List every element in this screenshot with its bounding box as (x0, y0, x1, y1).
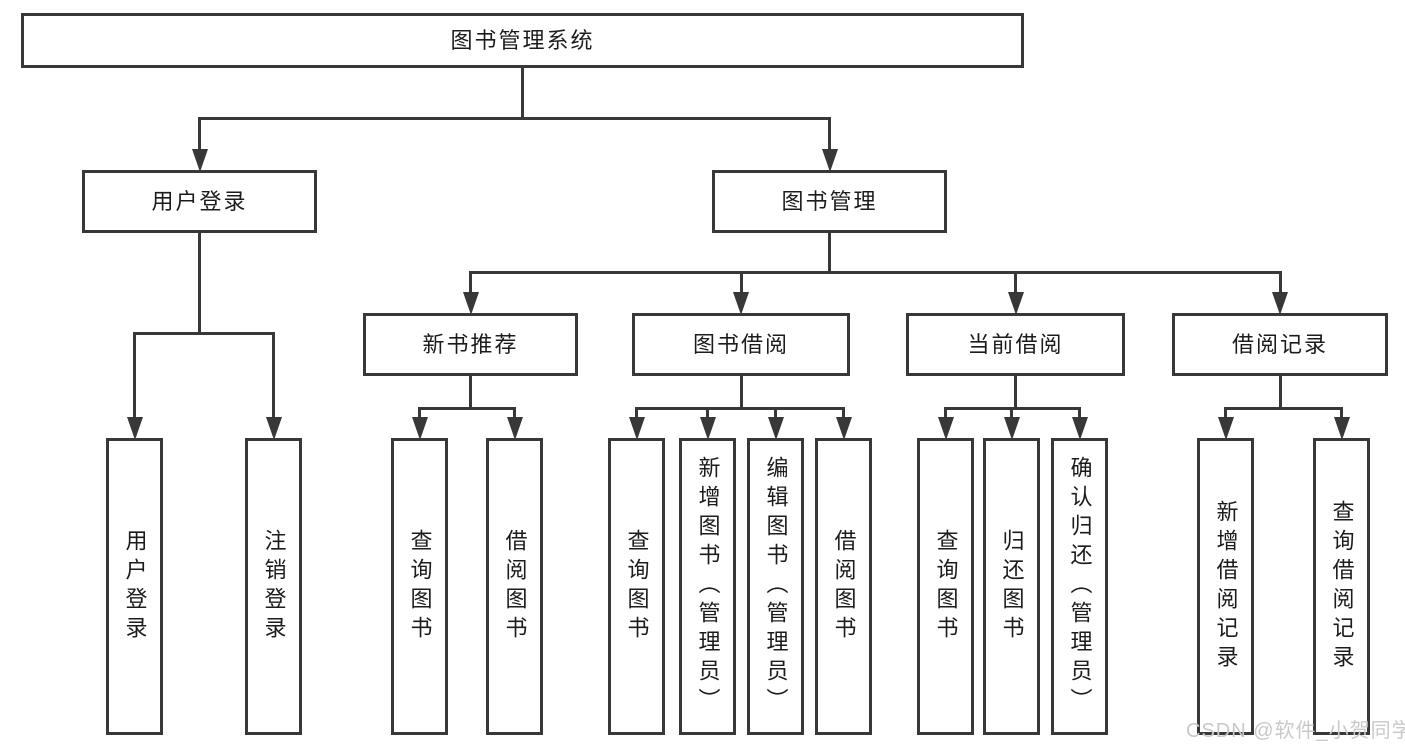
connector-line (828, 118, 831, 153)
connector-line (1224, 408, 1227, 421)
node-rec-borrow: 借阅图书 (486, 438, 543, 735)
node-label: 查询图书 (407, 528, 433, 645)
arrow-down-icon (835, 417, 852, 440)
connector-line (1278, 376, 1282, 408)
node-cur-return: 归还图书 (983, 438, 1040, 735)
node-label: 借阅图书 (502, 528, 528, 645)
connector-line (418, 408, 421, 421)
node-current: 当前借阅 (906, 313, 1125, 376)
connector-line (1014, 376, 1017, 408)
connector-line (842, 408, 845, 421)
node-borrow: 图书借阅 (632, 313, 850, 376)
node-borrow-lend: 借阅图书 (815, 438, 872, 735)
connector-line (1340, 408, 1343, 421)
arrow-down-icon (937, 417, 954, 440)
node-label: 查询图书 (933, 528, 959, 645)
node-records: 借阅记录 (1172, 313, 1388, 376)
node-label: 当前借阅 (967, 331, 1064, 357)
connector-line (1010, 408, 1013, 421)
arrow-down-icon (462, 292, 479, 315)
csdn-watermark: CSDN @软件_小贺同学 (1186, 720, 1405, 742)
node-label: 借阅记录 (1231, 331, 1328, 357)
connector-line (739, 272, 743, 296)
node-label: 确认归还（管理员） (1067, 456, 1093, 717)
arrow-down-icon (821, 149, 838, 172)
node-login: 用户登录 (82, 170, 317, 233)
node-recs-add: 新增借阅记录 (1197, 438, 1254, 735)
node-login-user: 用户登录 (106, 438, 163, 735)
connector-line (774, 408, 777, 421)
node-label: 新增图书（管理员） (695, 456, 721, 717)
connector-line (828, 233, 831, 272)
connector-line (1014, 272, 1017, 296)
arrow-down-icon (1272, 292, 1288, 315)
node-label: 用户登录 (122, 528, 148, 645)
node-mgmt: 图书管理 (712, 170, 947, 233)
arrow-down-icon (265, 417, 282, 440)
connector-line (944, 408, 947, 421)
arrow-down-icon (1071, 417, 1088, 440)
connector-line (521, 68, 524, 118)
node-label: 新书推荐 (422, 331, 519, 357)
arrow-down-icon (126, 417, 143, 440)
node-root: 图书管理系统 (21, 13, 1024, 68)
arrow-down-icon (411, 417, 428, 440)
node-recs-query: 查询借阅记录 (1313, 438, 1370, 735)
node-label: 新增借阅记录 (1213, 499, 1239, 674)
connector-line (418, 406, 516, 410)
node-login-logout: 注销登录 (245, 438, 302, 735)
connector-line (133, 331, 275, 335)
connector-line (635, 408, 638, 421)
connector-line (1224, 406, 1343, 410)
arrow-down-icon (191, 149, 208, 172)
node-label: 查询借阅记录 (1329, 499, 1355, 674)
connector-line (706, 408, 709, 421)
arrow-down-icon (628, 417, 645, 440)
arrow-down-icon (699, 417, 716, 440)
connector-line (635, 406, 845, 410)
node-rec: 新书推荐 (363, 313, 578, 376)
node-label: 编辑图书（管理员） (763, 456, 789, 717)
node-label: 图书借阅 (692, 331, 789, 357)
connector-line (469, 376, 472, 408)
connector-line (739, 376, 743, 408)
connector-line (1078, 408, 1081, 421)
node-label: 归还图书 (999, 528, 1025, 645)
connector-line (1278, 272, 1282, 296)
node-cur-confirm: 确认归还（管理员） (1051, 438, 1108, 735)
connector-line (513, 408, 516, 421)
node-label: 注销登录 (261, 528, 287, 645)
arrow-down-icon (1333, 417, 1350, 440)
node-label: 图书管理系统 (450, 27, 595, 53)
arrow-down-icon (1217, 417, 1234, 440)
node-label: 图书管理 (781, 188, 878, 214)
connector-line (469, 272, 472, 296)
connector-line (198, 233, 201, 333)
node-rec-query: 查询图书 (391, 438, 448, 735)
node-label: 查询图书 (624, 528, 650, 645)
arrow-down-icon (733, 292, 749, 315)
arrow-down-icon (767, 417, 784, 440)
node-borrow-edit: 编辑图书（管理员） (747, 438, 804, 735)
arrow-down-icon (506, 417, 523, 440)
node-borrow-add: 新增图书（管理员） (679, 438, 736, 735)
connector-line (198, 116, 831, 120)
node-borrow-query: 查询图书 (608, 438, 665, 735)
arrow-down-icon (1003, 417, 1020, 440)
node-label: 用户登录 (151, 188, 248, 214)
connector-line (198, 118, 201, 153)
connector-line (272, 333, 275, 421)
connector-line (133, 333, 136, 421)
connector-line (469, 270, 1282, 274)
node-label: 借阅图书 (831, 528, 857, 645)
node-cur-query: 查询图书 (917, 438, 974, 735)
arrow-down-icon (1007, 292, 1024, 315)
